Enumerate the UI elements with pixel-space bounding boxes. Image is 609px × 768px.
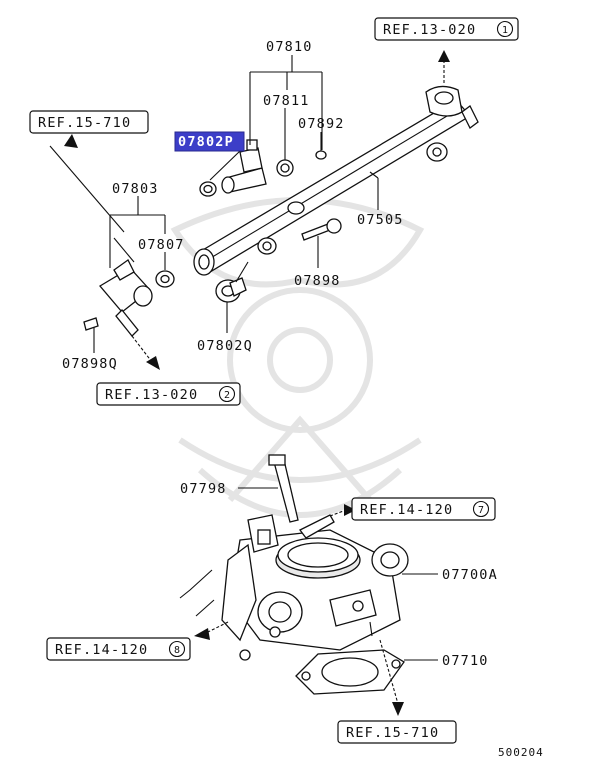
ref-label: REF.14-120 bbox=[360, 502, 453, 518]
bolt-07798 bbox=[268, 454, 299, 523]
part-label-07803[interactable]: 07803 bbox=[112, 181, 159, 197]
o-ring-small bbox=[199, 150, 327, 197]
ref-circle-num: 7 bbox=[478, 505, 484, 516]
part-label-07811[interactable]: 07811 bbox=[263, 93, 310, 109]
part-label-07898Q[interactable]: 07898Q bbox=[62, 356, 118, 372]
ref-circle-num: 1 bbox=[502, 25, 508, 36]
fuel-rail bbox=[193, 85, 479, 276]
part-label-07710[interactable]: 07710 bbox=[442, 653, 489, 669]
throttle-gasket bbox=[295, 649, 405, 695]
ref-label: REF.13-020 bbox=[383, 22, 476, 38]
fuel-injector bbox=[221, 139, 267, 194]
ref-label: REF.15-710 bbox=[38, 115, 131, 131]
watermark-logo bbox=[170, 197, 425, 518]
ref-box-15-710-top[interactable]: REF.15-710 bbox=[29, 110, 149, 134]
bolt-07898 bbox=[301, 218, 342, 241]
throttle-body bbox=[179, 514, 409, 661]
ref-circle-num: 8 bbox=[174, 645, 180, 656]
part-label-07505[interactable]: 07505 bbox=[357, 212, 404, 228]
ref-box-13-020-2[interactable]: REF.13-020 2 bbox=[96, 382, 241, 406]
diagram-code: 500204 bbox=[498, 746, 544, 759]
ref-box-14-120-7[interactable]: REF.14-120 7 bbox=[351, 497, 496, 521]
ref-label: REF.15-710 bbox=[346, 725, 439, 741]
pressure-regulator bbox=[83, 259, 175, 337]
ref-circle-num: 2 bbox=[224, 390, 230, 401]
part-label-07807[interactable]: 07807 bbox=[138, 237, 185, 253]
part-label-07810[interactable]: 07810 bbox=[266, 39, 313, 55]
part-label-07798[interactable]: 07798 bbox=[180, 481, 227, 497]
ref-box-15-710-bottom[interactable]: REF.15-710 bbox=[337, 720, 457, 744]
leader-lines bbox=[49, 55, 445, 705]
part-labels[interactable]: 07810 07811 07892 07802P 07803 07807 075… bbox=[62, 39, 498, 669]
part-label-07892[interactable]: 07892 bbox=[298, 116, 345, 132]
part-label-07802P[interactable]: 07802P bbox=[178, 134, 234, 150]
ref-box-14-120-8[interactable]: REF.14-120 8 bbox=[46, 637, 191, 661]
highlighted-part-box bbox=[174, 131, 245, 152]
ref-label: REF.13-020 bbox=[105, 387, 198, 403]
ref-box-13-020-1[interactable]: REF.13-020 1 bbox=[374, 17, 519, 41]
grommet bbox=[276, 159, 294, 177]
arrow-heads bbox=[64, 50, 450, 716]
insulator-ring bbox=[215, 277, 247, 303]
ref-label: REF.14-120 bbox=[55, 642, 148, 658]
part-label-07700A[interactable]: 07700A bbox=[442, 567, 498, 583]
part-label-07898[interactable]: 07898 bbox=[294, 273, 341, 289]
part-label-07802Q[interactable]: 07802Q bbox=[197, 338, 253, 354]
